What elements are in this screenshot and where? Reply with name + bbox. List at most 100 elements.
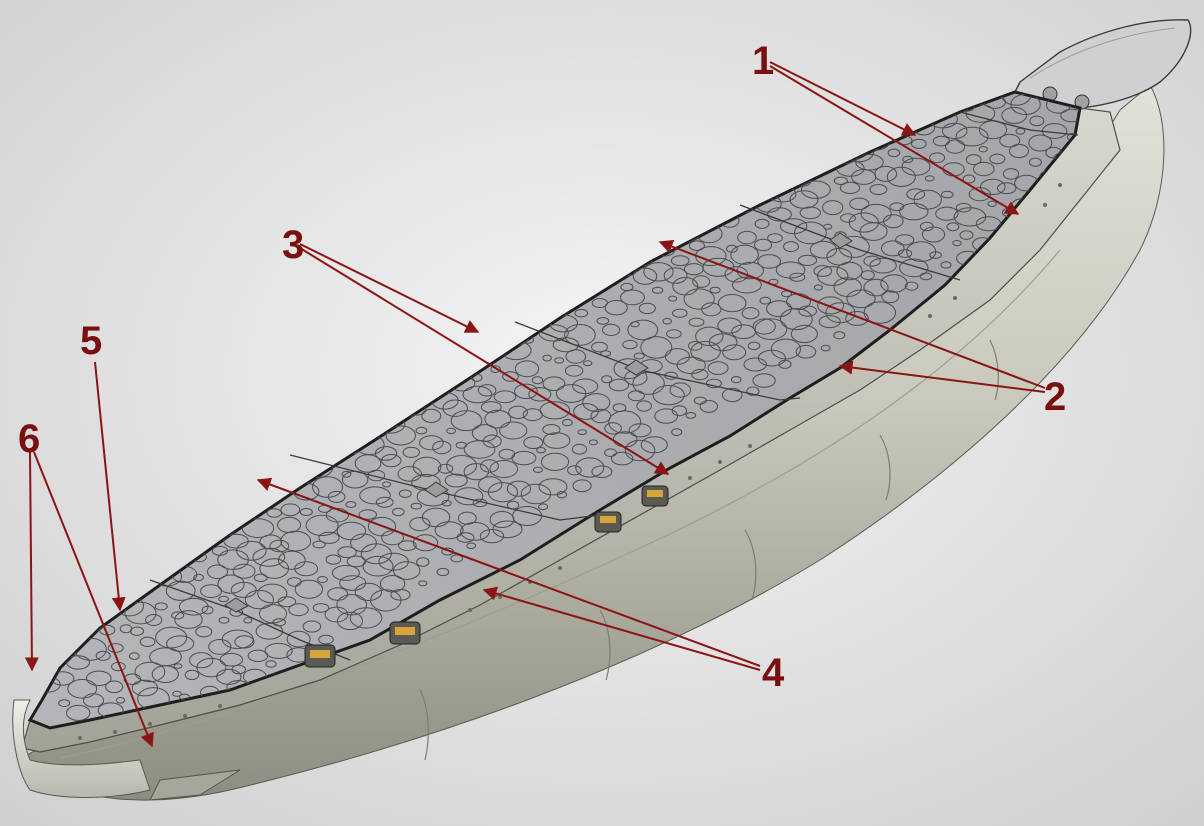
deck-hole [421,408,442,423]
deck-hole [685,412,697,419]
deck-hole [583,360,593,367]
deck-hole [412,456,442,477]
callout-label-3: 3 [282,223,304,267]
deck-hole [437,463,454,474]
deck-hole [683,288,715,310]
deck-hole [795,344,817,359]
deck-hole [398,489,412,498]
deck-hole [691,369,709,381]
deck-hole [732,276,762,294]
callout-label-4: 4 [762,651,785,695]
deck-hole [280,503,301,517]
deck-hole [243,617,253,624]
deck-hole [778,359,792,369]
deck-hole [232,563,256,579]
deck-hole [921,226,946,243]
deck-hole [638,302,656,315]
deck-hole [869,184,888,195]
deck-hole [171,611,185,620]
deck-hole [219,652,244,667]
deck-hole [722,387,743,403]
deck-hole [288,603,309,617]
deck-hole [508,405,528,419]
deck-hole [318,634,334,645]
deck-hole [327,587,349,601]
deck-hole [385,425,416,446]
deck-hole [798,305,818,317]
deck-hole [919,272,933,281]
deck-hole [331,565,360,581]
deck-hole [184,669,200,681]
deck-hole [989,153,1006,165]
deck-hole [312,476,343,498]
deck-hole [477,384,497,397]
deck-hole [218,595,229,603]
deck-hole [611,451,634,466]
deck-hole [973,161,995,177]
deck-hole [737,230,757,245]
deck-hole [899,258,929,278]
deck-hole [86,670,112,686]
deck-hole [341,470,352,478]
deck-hole [350,533,377,553]
deck-hole [277,550,306,570]
deck-hole [397,466,422,482]
deck-hole [299,508,313,516]
deck-hole [794,221,827,245]
deck-hole [717,294,747,313]
side-brackets [304,485,669,668]
deck-hole [269,539,290,553]
deck-hole [166,635,195,652]
deck-hole [409,517,431,532]
deck-hole [345,501,357,508]
deck-hole [790,324,818,344]
deck-hole [470,373,483,382]
deck-hole [514,383,538,399]
deck-hole [789,272,806,282]
deck-hole [1060,108,1080,123]
deck-hole [959,230,974,240]
deck-hole [506,480,532,497]
deck-hole [825,302,856,324]
deck-hole [432,440,452,455]
deck-hole [337,546,357,559]
deck-hole [813,284,823,291]
deck-hole [883,214,904,229]
deck-hole [419,435,444,451]
deck-hole [390,589,411,601]
deck-hole [833,331,846,340]
deck-hole [149,647,182,667]
deck-hole [255,622,283,640]
deck-hole [480,459,499,473]
deck-hole [863,278,889,297]
deck-hole [128,652,140,660]
deck-hole [145,614,163,626]
deck-hole [726,244,738,253]
deck-hole [312,540,326,549]
deck-hole [846,289,876,309]
deck-hole [265,660,277,668]
deck-hole [471,424,498,442]
deck-hole [849,197,870,211]
deck-hole [492,520,523,539]
deck-hole [358,509,377,520]
deck-hole [822,200,844,216]
deck-hole [416,557,430,567]
deck-hole [253,573,268,582]
deck-hole [881,290,900,304]
deck-hole [935,206,959,221]
deck-hole [362,555,394,577]
deck-hole [666,329,682,339]
bow-cap-edge [1029,27,1176,79]
deck-hole [941,190,954,199]
deck-hole [797,254,818,266]
deck-hole [567,465,582,476]
deck-hole [895,234,915,246]
deck-hole [446,427,457,435]
deck-hole [709,286,721,294]
deck-hole [668,295,678,302]
deck-hole [193,573,204,582]
deck-hole [280,530,312,552]
deck-hole [633,352,645,360]
deck-hole [327,490,346,503]
